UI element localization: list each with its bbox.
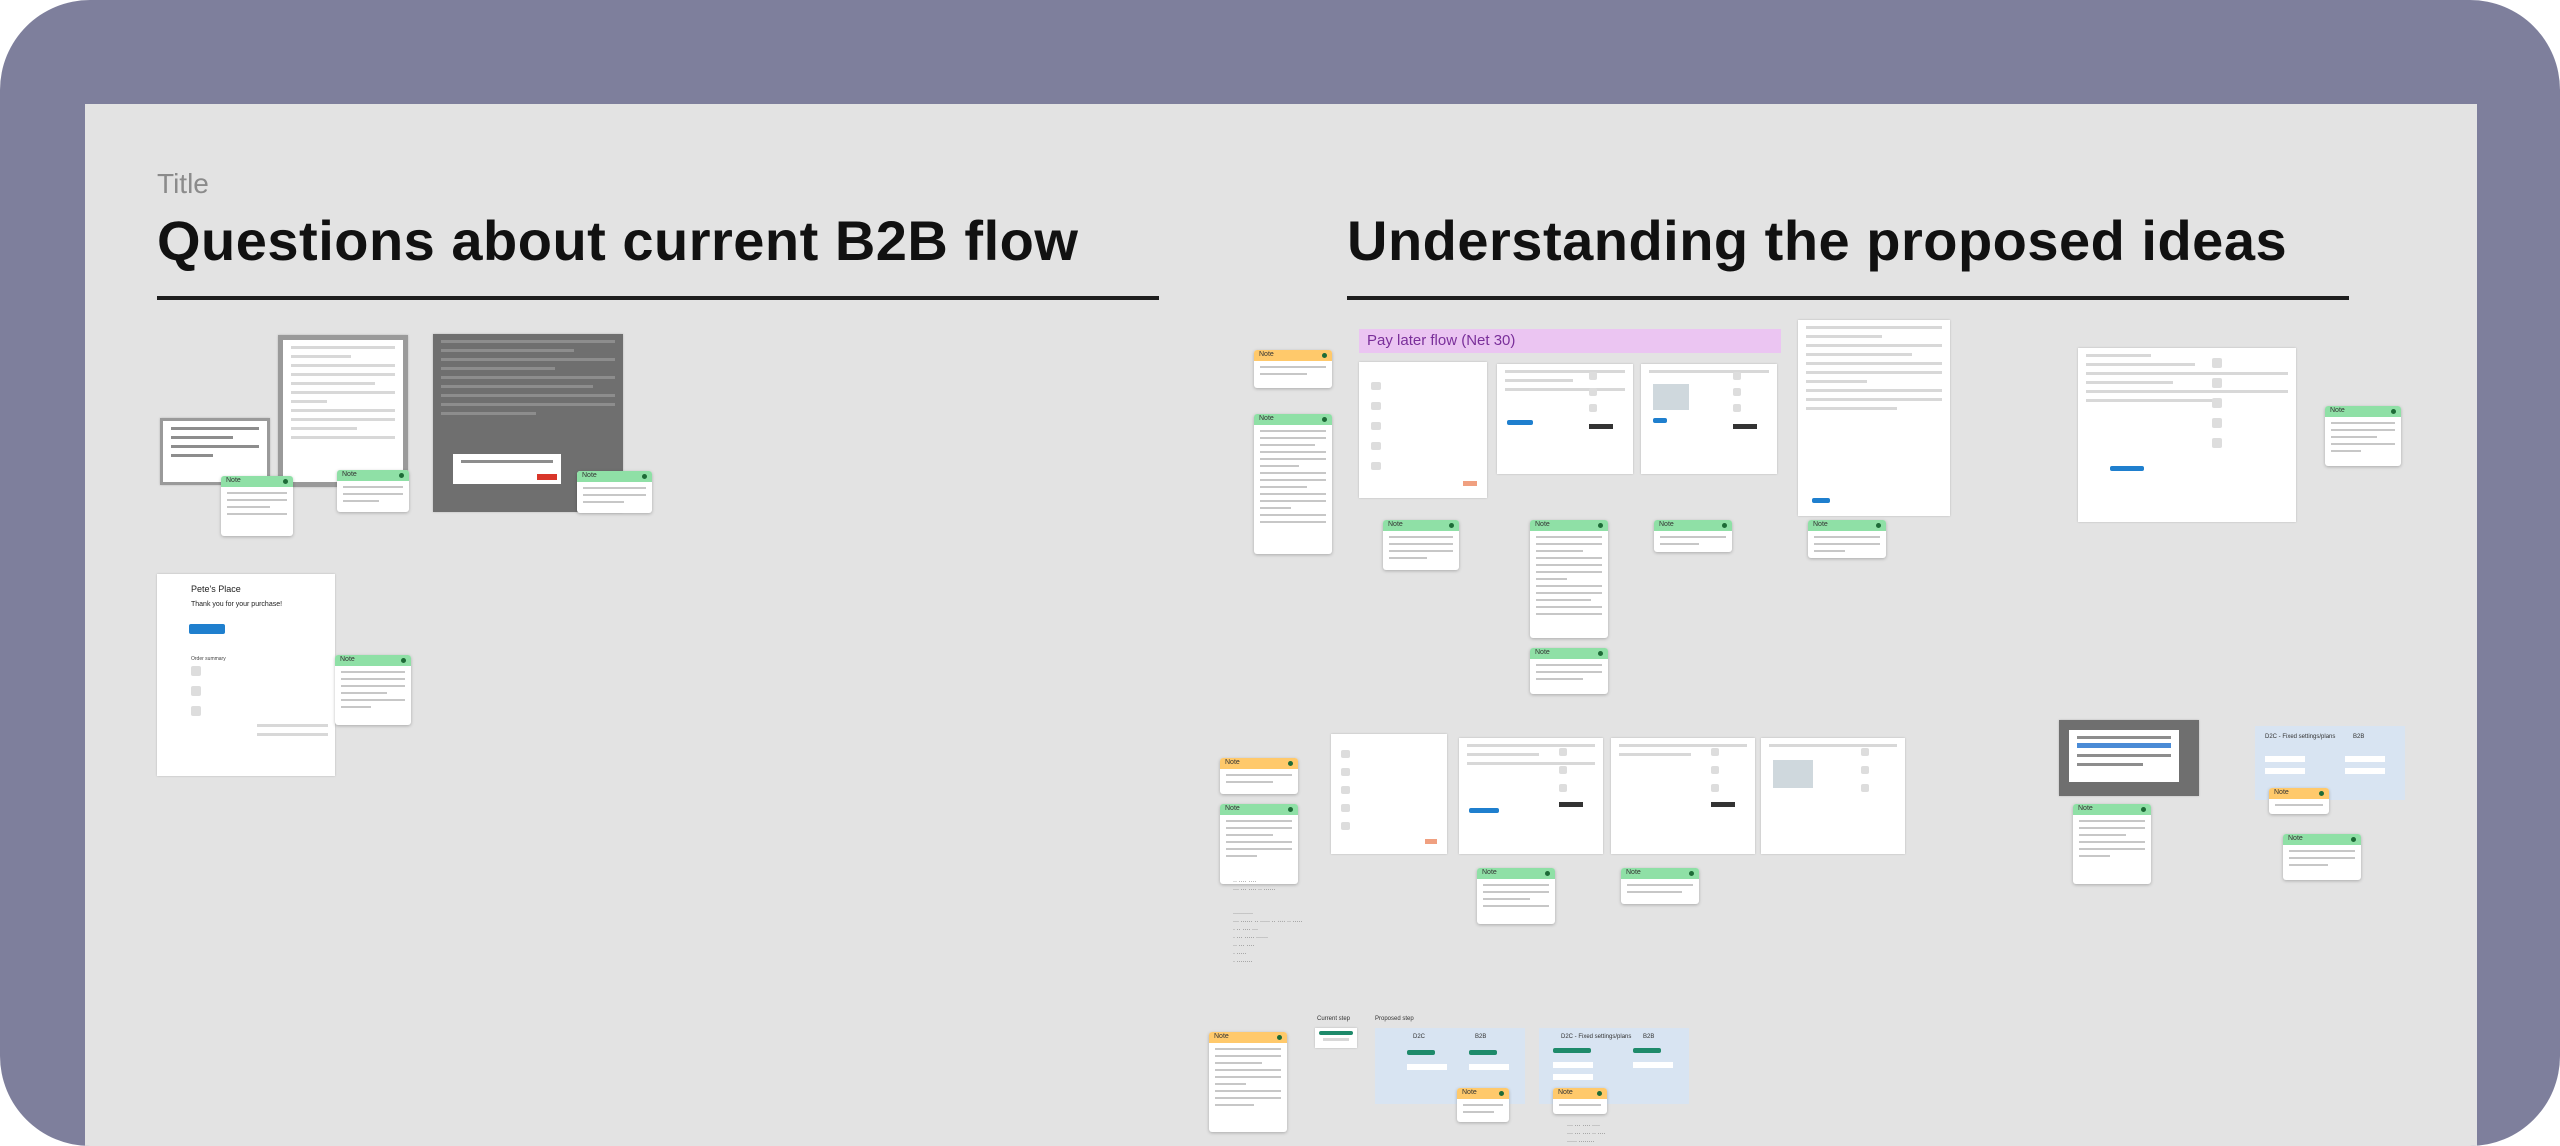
- current-step-card[interactable]: [1315, 1028, 1357, 1048]
- sticky-note[interactable]: Note: [2325, 406, 2401, 466]
- screenshot-thank-you-page[interactable]: Pete's Place Thank you for your purchase…: [157, 574, 335, 776]
- sticky-note[interactable]: Note: [1530, 520, 1608, 638]
- sticky-note[interactable]: Note: [335, 655, 411, 725]
- screenshot-dark-overlay[interactable]: [433, 334, 623, 512]
- sticky-note[interactable]: Note: [1477, 868, 1555, 924]
- sticky-note-yellow[interactable]: Note: [1220, 758, 1298, 794]
- screenshot-checkout-1[interactable]: [1497, 364, 1633, 474]
- screenshot-product-list[interactable]: [1359, 362, 1487, 498]
- section-heading-left: Questions about current B2B flow: [157, 209, 1079, 272]
- sticky-note[interactable]: Note: [2283, 834, 2361, 880]
- cta-button[interactable]: [189, 624, 225, 634]
- pay-later-flow-label: Pay later flow (Net 30): [1359, 329, 1781, 353]
- screenshot-address-modal[interactable]: [278, 335, 408, 487]
- screenshot-checkout-map[interactable]: [1761, 738, 1905, 854]
- sticky-note[interactable]: Note: [221, 476, 293, 536]
- screenshot-checkout-2[interactable]: [1611, 738, 1755, 854]
- screenshot-small-form[interactable]: [160, 418, 270, 485]
- plan-comparison-panel[interactable]: D2C - Fixed settings/plans B2B: [2255, 726, 2405, 800]
- sticky-note-yellow[interactable]: Note: [1457, 1088, 1509, 1122]
- sticky-note[interactable]: Note: [1383, 520, 1459, 570]
- proposed-step-label: Proposed step: [1375, 1016, 1414, 1022]
- sticky-note[interactable]: Note: [2073, 804, 2151, 884]
- order-summary-label: Order summary: [191, 656, 226, 662]
- sticky-note[interactable]: Note: [1530, 648, 1608, 694]
- thank-you-message: Thank you for your purchase!: [191, 601, 283, 608]
- current-step-label: Current step: [1317, 1016, 1351, 1022]
- sticky-note[interactable]: Note: [1220, 804, 1298, 884]
- sticky-note[interactable]: Note: [1808, 520, 1886, 558]
- section-divider-left: [157, 296, 1159, 300]
- section-heading-right: Understanding the proposed ideas: [1347, 209, 2288, 272]
- screenshot-checkout-map[interactable]: [1641, 364, 1777, 474]
- screenshot-dropdown-overlay[interactable]: [2059, 720, 2199, 796]
- section-label: Title: [157, 168, 209, 199]
- sticky-note[interactable]: Note: [1654, 520, 1732, 552]
- sticky-note-yellow[interactable]: Note: [1553, 1088, 1607, 1114]
- screenshot-product-list[interactable]: [1331, 734, 1447, 854]
- screenshot-checkout-1[interactable]: [1459, 738, 1603, 854]
- section-divider-right: [1347, 296, 2349, 300]
- screenshot-payment-terms[interactable]: [1798, 320, 1950, 516]
- sticky-note[interactable]: Note: [1621, 868, 1699, 904]
- figma-canvas[interactable]: Title Questions about current B2B flow U…: [85, 104, 2477, 1146]
- sticky-note[interactable]: Note: [1254, 414, 1332, 554]
- shop-name: Pete's Place: [191, 584, 241, 594]
- sticky-note[interactable]: Note: [577, 471, 652, 513]
- sticky-note[interactable]: Note: [337, 470, 409, 512]
- sticky-note-yellow[interactable]: Note: [1254, 350, 1332, 388]
- sticky-note-yellow[interactable]: Note: [1209, 1032, 1287, 1132]
- sticky-note-yellow[interactable]: Note: [2269, 788, 2329, 814]
- screenshot-review-page[interactable]: [2078, 348, 2296, 522]
